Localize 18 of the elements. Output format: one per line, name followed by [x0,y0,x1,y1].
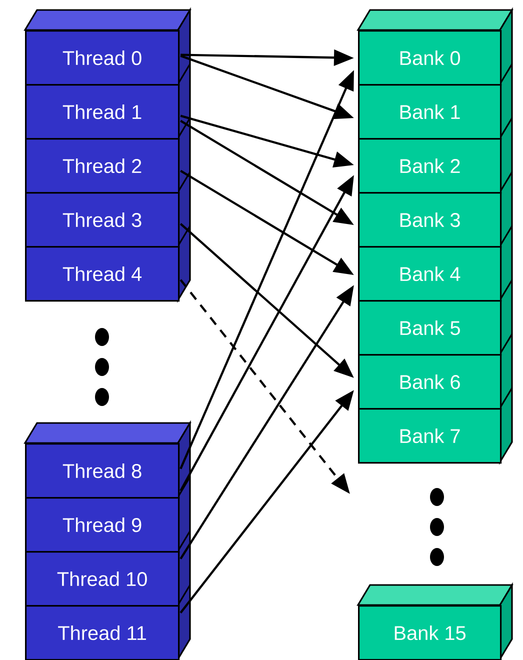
bank-cell: Bank 5 [358,300,502,356]
thread-cell: Thread 9 [25,497,180,553]
thread-cell: Thread 1 [25,84,180,140]
bank-cell: Bank 3 [358,192,502,248]
bank-cell: Bank 4 [358,246,502,302]
thread-cell: Thread 11 [25,605,180,660]
bank-cell: Bank 15 [358,605,502,660]
thread-cell: Thread 4 [25,246,180,302]
bank-cell: Bank 2 [358,138,502,194]
bank-cell: Bank 7 [358,408,502,464]
thread-cell: Thread 0 [25,30,180,86]
thread-cell: Thread 10 [25,551,180,607]
thread-cell: Thread 3 [25,192,180,248]
bank-cell: Bank 6 [358,354,502,410]
bank-cell: Bank 0 [358,30,502,86]
bank-cell: Bank 1 [358,84,502,140]
thread-cell: Thread 2 [25,138,180,194]
thread-cell: Thread 8 [25,443,180,499]
